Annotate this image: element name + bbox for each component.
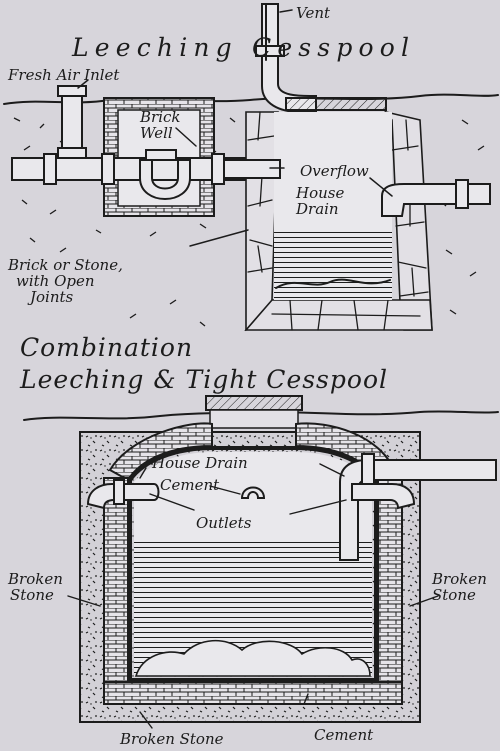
overflow-pipe — [381, 183, 491, 217]
broken-stone-left-label-line1: Broken — [7, 570, 63, 588]
broken-stone-bottom-label: Broken Stone — [119, 730, 224, 748]
bottom-sediment — [134, 639, 371, 677]
brick-arch — [108, 422, 213, 482]
bottom-figure: Combination Leeching & Tight Cesspool — [7, 333, 499, 748]
overflow-label: Overflow — [300, 162, 369, 180]
top-title-part1: Leeching Cesspool — [71, 33, 410, 62]
brick-well-label-line2: Well — [140, 124, 173, 142]
broken-stone-right-label-line1: Broken — [431, 570, 487, 588]
top-cesspool-liquid — [274, 228, 392, 300]
house-drain-inlet — [223, 159, 281, 179]
trap-cleanout — [145, 149, 177, 161]
bottom-title-line1: Combination — [20, 333, 193, 362]
cover-frame — [209, 409, 299, 429]
pipe-joint — [43, 153, 57, 185]
broken-stone-left-label-line2: Stone — [10, 586, 54, 604]
broken-stone-right-label-line2: Stone — [432, 586, 476, 604]
bottom-cesspool-cover — [205, 395, 303, 411]
house-drain-label-line1: House — [295, 184, 344, 202]
pipe-joint — [211, 153, 225, 185]
brick-well-leader — [175, 127, 197, 147]
running-trap — [139, 159, 191, 200]
brick-floor — [103, 681, 403, 705]
bottom-leaders — [67, 463, 439, 729]
walls-label-line3: Joints — [27, 288, 74, 306]
cement-bottom-label: Cement — [314, 726, 374, 744]
vent-pipe — [261, 3, 317, 113]
overflow-leader — [369, 177, 393, 197]
stone-wall-right — [384, 110, 433, 331]
fresh-air-inlet-hub — [57, 147, 87, 159]
outlet-right — [351, 483, 416, 510]
top-cesspool-cover — [285, 97, 387, 111]
cement-top-label: Cement — [160, 476, 220, 494]
fresh-air-inlet-label: Fresh Air Inlet — [7, 66, 120, 84]
brick-wall-left — [103, 477, 129, 701]
fresh-air-inlet-cap — [57, 85, 87, 97]
walls-leader — [189, 229, 249, 247]
drain-pipe-joint — [361, 453, 375, 487]
fresh-air-leader — [77, 79, 89, 89]
outlet-center — [240, 486, 266, 499]
outlet-left-joint — [113, 479, 125, 505]
top-sediment — [275, 278, 391, 289]
house-drain-label: House Drain — [151, 454, 248, 472]
walls-label-line1: Brick or Stone, — [7, 256, 123, 274]
house-drain-label-line2: Drain — [295, 200, 339, 218]
bottom-title-line2: Leeching & Tight Cesspool — [19, 365, 388, 394]
brick-wall-right — [377, 477, 403, 701]
vent-leader — [279, 9, 293, 13]
walls-label-line2: with Open — [16, 272, 95, 290]
outlets-label: Outlets — [196, 514, 252, 532]
top-figure: Leeching Cesspool Vent Fresh Air Inlet B… — [3, 3, 499, 332]
overflow-pipe-joint — [455, 179, 469, 209]
pipe-joint — [101, 153, 115, 185]
vent-pipe-hub — [255, 45, 285, 57]
brick-well-label-line1: Brick — [139, 108, 180, 126]
vent-label: Vent — [296, 4, 331, 22]
